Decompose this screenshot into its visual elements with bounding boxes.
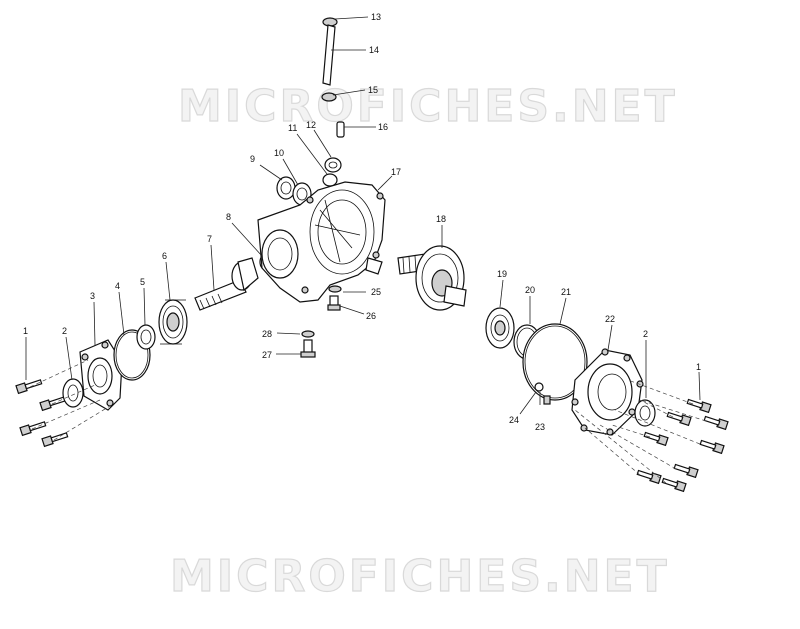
watermark-bottom: MICROFICHES.NET [170, 551, 670, 602]
callout-3: 3 [90, 291, 95, 301]
callout-22: 22 [605, 314, 615, 324]
vent-hose-assembly [321, 17, 345, 138]
callout-25: 25 [371, 287, 381, 297]
upper-seal [324, 157, 342, 173]
watermark-top: MICROFICHES.NET [178, 81, 678, 132]
callout-labels: 1 2 3 4 5 6 7 8 9 10 11 12 13 14 15 16 1… [23, 12, 701, 432]
callout-8: 8 [226, 212, 231, 222]
right-bolts [636, 398, 729, 493]
right-o-ring [522, 323, 588, 401]
dowel-pin-2 [543, 395, 551, 405]
hose-clamp-top [322, 17, 338, 27]
left-bolts [15, 379, 69, 448]
hose-clamp-bottom [321, 92, 337, 102]
pinion-shaft [194, 257, 259, 311]
callout-17: 17 [391, 167, 401, 177]
callout-18: 18 [436, 214, 446, 224]
callout-9: 9 [250, 154, 255, 164]
callout-1-right: 1 [696, 362, 701, 372]
callout-5: 5 [140, 277, 145, 287]
vent-fitting [336, 121, 345, 138]
callout-12: 12 [306, 120, 316, 130]
callout-26: 26 [366, 311, 376, 321]
callout-19: 19 [497, 269, 507, 279]
gear-case-housing [257, 181, 386, 303]
callout-1-left: 1 [23, 326, 28, 336]
callout-23: 23 [535, 422, 545, 432]
callout-24: 24 [509, 415, 519, 425]
fill-bolt [300, 339, 316, 358]
callout-10: 10 [274, 148, 284, 158]
left-inner-seal [136, 324, 156, 350]
callout-13: 13 [371, 12, 381, 22]
callout-2-right: 2 [643, 329, 648, 339]
left-bearing [158, 299, 188, 345]
callout-7: 7 [207, 234, 212, 244]
left-seal [62, 378, 84, 408]
right-bearing [485, 307, 515, 349]
ring-gear [397, 245, 467, 311]
drain-washer [328, 285, 342, 293]
callout-20: 20 [525, 285, 535, 295]
dowel-pin [534, 382, 544, 392]
drain-plug [327, 295, 341, 311]
callout-21: 21 [561, 287, 571, 297]
fill-washer [301, 330, 315, 338]
vent-hose [322, 24, 336, 86]
left-alignment-lines [29, 359, 111, 441]
callout-2-left: 2 [62, 326, 67, 336]
right-seal [634, 399, 656, 427]
callout-14: 14 [369, 45, 379, 55]
right-alignment-lines [574, 379, 707, 484]
callout-27: 27 [262, 350, 272, 360]
leader-lines [25, 16, 701, 415]
callout-15: 15 [368, 85, 378, 95]
left-hub-cover [79, 339, 123, 411]
small-seal [276, 176, 296, 200]
right-hub-cover [571, 348, 644, 436]
bushing [322, 173, 338, 187]
callout-6: 6 [162, 251, 167, 261]
callout-16: 16 [378, 122, 388, 132]
callout-28: 28 [262, 329, 272, 339]
callout-4: 4 [115, 281, 120, 291]
callout-11: 11 [288, 123, 297, 133]
